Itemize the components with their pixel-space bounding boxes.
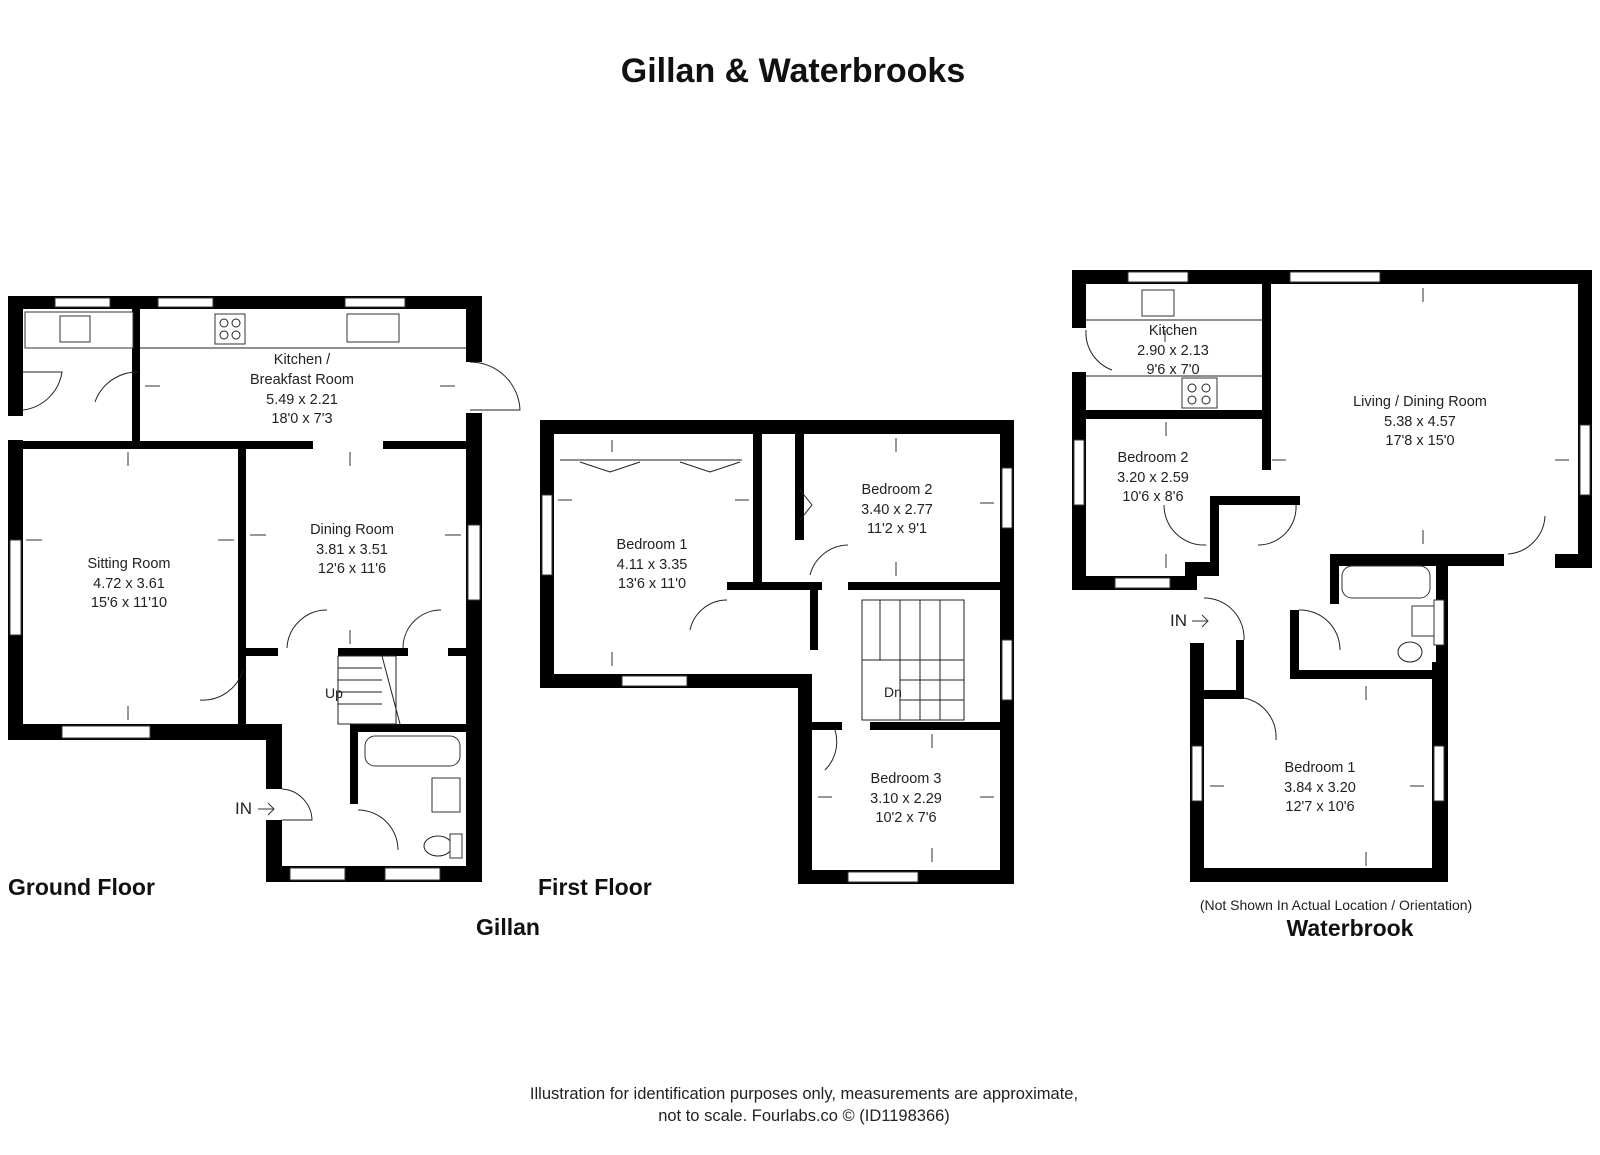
svg-text:3.81 x 3.51: 3.81 x 3.51	[316, 542, 388, 558]
entrance-label-waterbrook: IN	[1170, 611, 1187, 630]
room-dining-room: Dining Room 3.81 x 3.51 12'6 x 11'6	[310, 522, 394, 577]
svg-text:9'6 x 7'0: 9'6 x 7'0	[1146, 362, 1199, 378]
waterbrook-label: Waterbrook	[1287, 915, 1414, 941]
svg-text:Bedroom 1: Bedroom 1	[617, 537, 688, 553]
room-kitchen-breakfast: Kitchen / Breakfast Room 5.49 x 2.21 18'…	[250, 352, 354, 427]
room-gillan-bedroom-1: Bedroom 1 4.11 x 3.35 13'6 x 11'0	[617, 537, 688, 592]
svg-text:4.11 x 3.35: 4.11 x 3.35	[617, 557, 688, 573]
entrance-label-gillan: IN	[235, 799, 252, 818]
room-wb-bedroom-1: Bedroom 1 3.84 x 3.20 12'7 x 10'6	[1284, 760, 1356, 815]
svg-text:Dining Room: Dining Room	[310, 522, 394, 538]
svg-text:17'8 x 15'0: 17'8 x 15'0	[1385, 433, 1454, 449]
room-gillan-bedroom-3: Bedroom 3 3.10 x 2.29 10'2 x 7'6	[870, 771, 942, 826]
svg-text:10'2 x 7'6: 10'2 x 7'6	[875, 810, 936, 826]
svg-text:13'6 x 11'0: 13'6 x 11'0	[618, 576, 686, 592]
gillan-first-floor	[540, 420, 1014, 884]
stairs-up-label: Up	[325, 685, 343, 701]
svg-text:11'2 x 9'1: 11'2 x 9'1	[867, 521, 927, 537]
room-gillan-bedroom-2: Bedroom 2 3.40 x 2.77 11'2 x 9'1	[861, 482, 933, 537]
svg-text:Living / Dining Room: Living / Dining Room	[1353, 394, 1487, 410]
first-floor-label: First Floor	[538, 874, 652, 900]
ground-floor-label: Ground Floor	[8, 874, 155, 900]
waterbrook-floor	[1072, 270, 1592, 882]
room-wb-bedroom-2: Bedroom 2 3.20 x 2.59 10'6 x 8'6	[1117, 450, 1189, 505]
svg-text:Bedroom 3: Bedroom 3	[871, 771, 942, 787]
gillan-ground-floor	[8, 296, 521, 882]
entrance-arrow-icon	[258, 802, 275, 816]
entrance-arrow-icon	[1192, 614, 1209, 628]
svg-text:4.72 x 3.61: 4.72 x 3.61	[93, 576, 165, 592]
svg-text:3.84 x 3.20: 3.84 x 3.20	[1284, 780, 1356, 796]
svg-text:3.40 x 2.77: 3.40 x 2.77	[861, 502, 933, 518]
svg-text:3.20 x 2.59: 3.20 x 2.59	[1117, 470, 1189, 486]
svg-text:2.90 x 2.13: 2.90 x 2.13	[1137, 343, 1209, 359]
room-wb-living-dining: Living / Dining Room 5.38 x 4.57 17'8 x …	[1353, 394, 1487, 449]
orientation-note: (Not Shown In Actual Location / Orientat…	[1200, 897, 1472, 913]
svg-text:Bedroom 1: Bedroom 1	[1285, 760, 1356, 776]
svg-text:12'7 x 10'6: 12'7 x 10'6	[1285, 799, 1354, 815]
room-wb-kitchen: Kitchen 2.90 x 2.13 9'6 x 7'0	[1137, 323, 1209, 378]
svg-text:5.38 x 4.57: 5.38 x 4.57	[1384, 414, 1456, 430]
svg-text:18'0 x 7'3: 18'0 x 7'3	[271, 411, 332, 427]
svg-text:3.10 x 2.29: 3.10 x 2.29	[870, 791, 942, 807]
page-title: Gillan & Waterbrooks	[621, 52, 965, 90]
svg-text:Kitchen /: Kitchen /	[274, 352, 331, 368]
svg-text:Bedroom 2: Bedroom 2	[862, 482, 933, 498]
svg-text:Bedroom 2: Bedroom 2	[1118, 450, 1189, 466]
svg-text:Sitting Room: Sitting Room	[87, 556, 170, 572]
svg-text:5.49 x 2.21: 5.49 x 2.21	[266, 392, 338, 408]
svg-text:10'6 x 8'6: 10'6 x 8'6	[1122, 489, 1183, 505]
svg-text:15'6 x 11'10: 15'6 x 11'10	[91, 595, 167, 611]
disclaimer-line-1: Illustration for identification purposes…	[530, 1085, 1078, 1103]
gillan-label: Gillan	[476, 914, 540, 940]
svg-text:12'6 x 11'6: 12'6 x 11'6	[318, 561, 386, 577]
room-sitting-room: Sitting Room 4.72 x 3.61 15'6 x 11'10	[87, 556, 170, 611]
svg-text:Kitchen: Kitchen	[1149, 323, 1197, 339]
svg-text:Breakfast Room: Breakfast Room	[250, 372, 354, 388]
disclaimer-line-2: not to scale. Fourlabs.co © (ID1198366)	[658, 1107, 950, 1125]
stairs-down-label: Dn	[884, 684, 902, 700]
